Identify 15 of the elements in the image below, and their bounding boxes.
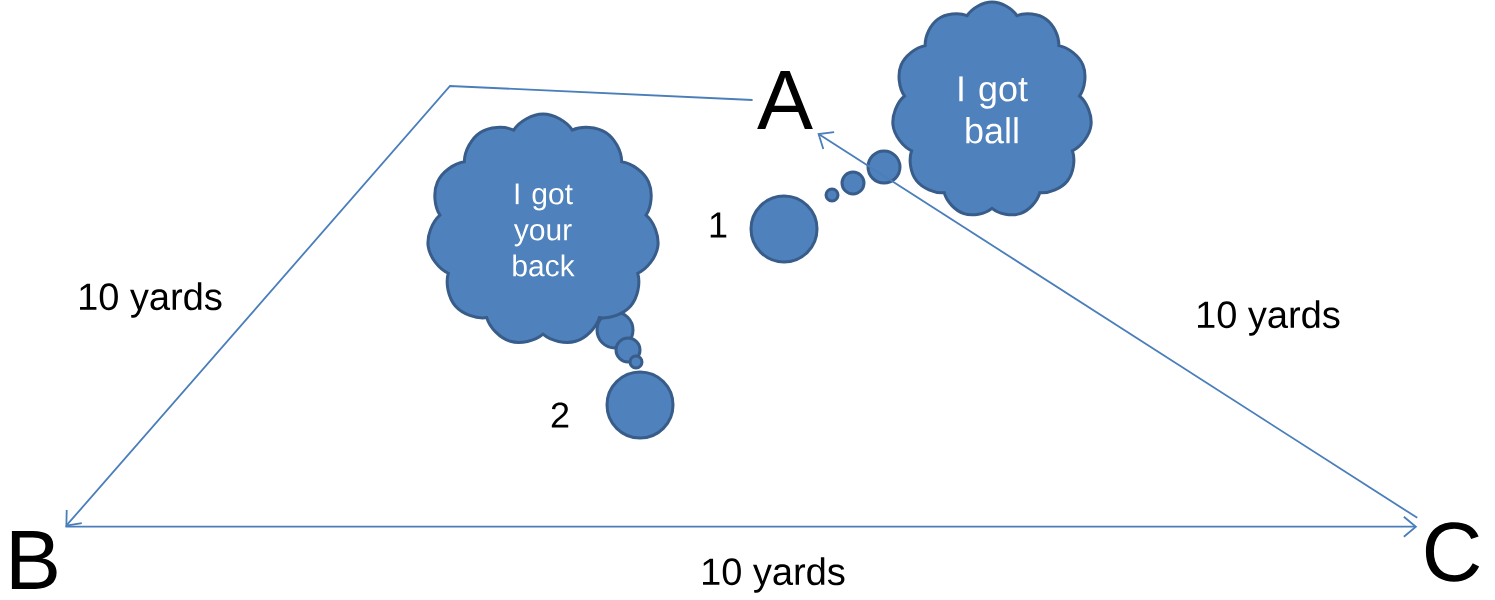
edge-label: 10 yards <box>698 555 848 595</box>
edge-label: 10 yards <box>75 280 225 320</box>
thought-cloud: I got ball <box>824 0 1093 217</box>
point-letter: C <box>1425 522 1480 582</box>
player-number: 2 <box>551 402 569 428</box>
arrow <box>64 515 1418 538</box>
point-letter: A <box>757 71 813 129</box>
edge-label: 10 yards <box>1193 298 1343 338</box>
thought-cloud: I got your back <box>426 112 660 370</box>
player-number: 1 <box>710 212 727 238</box>
arrow <box>817 131 1419 519</box>
point-letter: B <box>11 531 57 589</box>
player-circle <box>605 370 675 440</box>
player-circle <box>749 194 819 264</box>
arrow <box>65 85 754 527</box>
